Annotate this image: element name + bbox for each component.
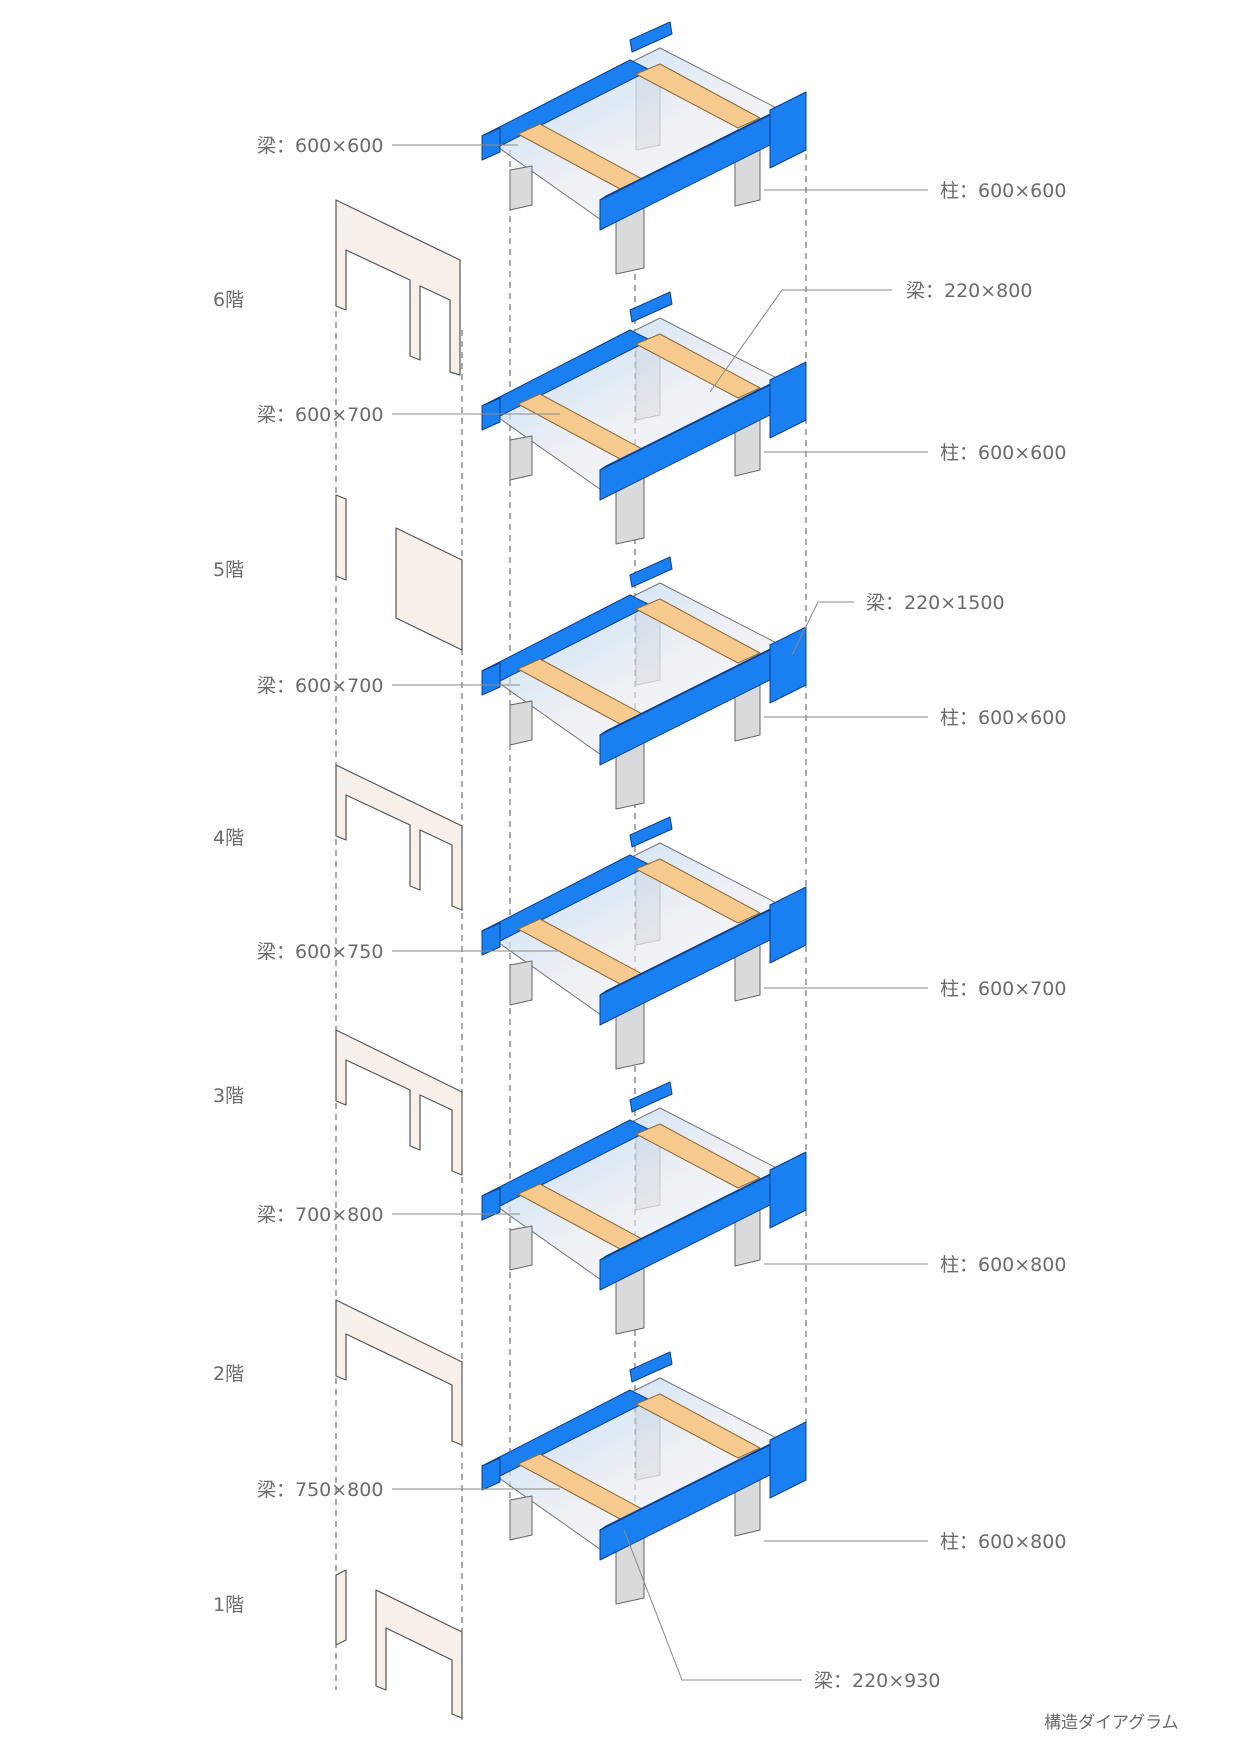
sub-beam-2 — [635, 63, 761, 129]
column-front-left — [509, 960, 533, 1006]
wall-panels — [335, 199, 463, 1719]
main-beam-end — [481, 922, 501, 956]
main-beam-right — [769, 626, 807, 704]
beam-label-2f: 梁：700×800 — [257, 1204, 383, 1226]
sub-beam-2 — [635, 333, 761, 399]
column-label-3f: 柱：600×700 — [940, 978, 1066, 1000]
floor-label-3f: 3階 — [213, 1085, 244, 1107]
sub-beam-2 — [635, 1123, 761, 1189]
main-beam-back — [629, 21, 673, 53]
wall-panel-2f — [335, 1299, 463, 1446]
main-beam-right — [769, 91, 807, 169]
column-label-5f: 柱：600×600 — [940, 442, 1066, 464]
wall-panel-5f-a — [335, 494, 347, 581]
wall-panel-3f — [335, 1029, 463, 1176]
floor-label-5f: 5階 — [213, 559, 244, 581]
diagram-caption: 構造ダイアグラム — [1044, 1713, 1179, 1733]
floor-model-2 — [481, 291, 807, 545]
column-front-left — [509, 700, 533, 746]
column-front-left — [509, 1495, 533, 1541]
floor-model-1 — [481, 21, 807, 275]
sub-beam-label-1f: 梁：220×930 — [814, 1670, 940, 1692]
dimension-labels: 梁：600×600 柱：600×600 梁：220×800 梁：600×700 … — [257, 135, 1066, 1692]
main-beam-end — [481, 1457, 501, 1491]
wall-panel-1f-b — [375, 1589, 463, 1719]
column-label-6f: 柱：600×600 — [940, 180, 1066, 202]
floor-label-2f: 2階 — [213, 1363, 244, 1385]
main-beam-right — [769, 361, 807, 439]
floor-label-1f: 1階 — [213, 1594, 244, 1616]
beam-label-1f: 梁：750×800 — [257, 1479, 383, 1501]
main-beam-back — [629, 816, 673, 848]
main-beam-end — [481, 127, 501, 161]
leader-lines — [392, 144, 928, 1681]
beam-label-6f: 梁：600×600 — [257, 135, 383, 157]
sub-beam-label-5f: 梁：220×800 — [906, 280, 1032, 302]
beam-label-4f: 梁：600×700 — [257, 675, 383, 697]
sub-beam-2 — [635, 858, 761, 924]
column-label-1f: 柱：600×800 — [940, 1531, 1066, 1553]
floor-model-5 — [481, 1081, 807, 1335]
floor-labels: 6階 5階 4階 3階 2階 1階 — [213, 289, 244, 1616]
column-front-left — [509, 435, 533, 481]
wall-panel-5f-b — [395, 527, 463, 651]
main-beam-back — [629, 1081, 673, 1113]
main-beam-right — [769, 886, 807, 964]
floor-model-6 — [481, 1351, 807, 1605]
floor-models — [481, 21, 807, 1605]
floor-label-6f: 6階 — [213, 289, 244, 311]
sub-beam-2 — [635, 598, 761, 664]
main-beam-back — [629, 291, 673, 323]
main-beam-end — [481, 662, 501, 696]
sub-beam-2 — [635, 1393, 761, 1459]
sub-beam-label-4f: 梁：220×1500 — [866, 592, 1005, 614]
beam-label-5f: 梁：600×700 — [257, 404, 383, 426]
main-beam-right — [769, 1421, 807, 1499]
wall-panel-1f-a — [335, 1569, 347, 1646]
floor-model-3 — [481, 556, 807, 810]
main-beam-back — [629, 556, 673, 588]
beam-label-3f: 梁：600×750 — [257, 941, 383, 963]
column-front-left — [509, 1225, 533, 1271]
wall-panel-4f — [335, 764, 463, 911]
column-label-2f: 柱：600×800 — [940, 1254, 1066, 1276]
main-beam-right — [769, 1151, 807, 1229]
main-beam-back — [629, 1351, 673, 1383]
main-beam-end — [481, 1187, 501, 1221]
floor-model-4 — [481, 816, 807, 1070]
wall-panel-6f — [335, 199, 461, 376]
column-label-4f: 柱：600×600 — [940, 707, 1066, 729]
floor-label-4f: 4階 — [213, 827, 244, 849]
column-front-left — [509, 165, 533, 211]
